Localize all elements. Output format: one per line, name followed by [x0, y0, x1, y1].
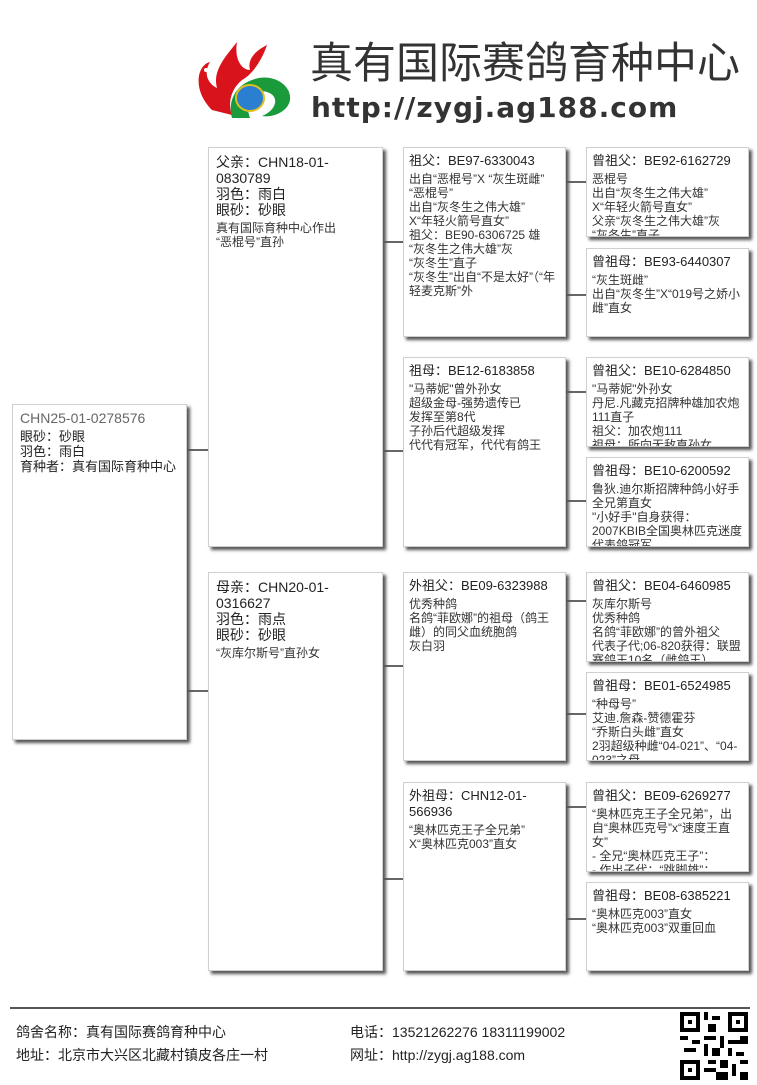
card-notes: 恶棍号 出自“灰冬生之伟大雄” X“年轻火箭号直女” 父亲“灰冬生之伟大雄”灰 …	[592, 172, 720, 237]
website-link[interactable]: 网址：http://zygj.ag188.com	[350, 1047, 526, 1063]
connector	[565, 294, 586, 296]
card-notes: "马蒂妮"曾外孙女 超级金母-强势遗传已 发挥至第8代 子孙后代超级发挥 代代有…	[409, 382, 542, 452]
great-grandparent-card: 曾祖母：BE08-6385221 “奥林匹克003”直女 “奥林匹克003”双重…	[586, 882, 749, 971]
father-title: 父亲：CHN18-01-0830789 羽色：雨白 眼砂：砂眼	[216, 154, 329, 218]
subject-card: CHN25-01-0278576 眼砂：砂眼 羽色：雨白 育种者：真有国际育种中…	[12, 404, 187, 740]
connector	[565, 806, 586, 808]
footer-divider	[10, 1007, 750, 1009]
paternal-grandmother-card: 祖母：BE12-6183858 "马蒂妮"曾外孙女 超级金母-强势遗传已 发挥至…	[403, 357, 566, 547]
card-notes: “奥林匹克王子全兄弟” X“奥林匹克003”直女	[409, 823, 525, 851]
loft-name: 鸽舍名称：真有国际赛鸽育种中心	[16, 1024, 226, 1040]
card-notes: “奥林匹克003”直女 “奥林匹克003”双重回血	[592, 907, 717, 935]
connector	[565, 500, 586, 502]
paternal-grandfather-card: 祖父：BE97-6330043 出自“恶棍号”X “灰生斑雌” “恶棍号” 出自…	[403, 147, 566, 337]
card-notes: “灰生斑雌” 出自“灰冬生”X“019号之娇小雌”直女	[592, 273, 741, 315]
connector	[382, 878, 403, 880]
card-title: 曾祖母：BE08-6385221	[592, 888, 731, 903]
logo	[192, 40, 302, 118]
qr-code	[680, 1012, 748, 1080]
mother-card: 母亲：CHN20-01-0316627 羽色：雨点 眼砂：砂眼 “灰库尔斯号”直…	[208, 572, 383, 971]
connector	[186, 449, 208, 451]
card-title: 外祖母：CHN12-01-566936	[409, 788, 527, 819]
connector	[565, 181, 586, 183]
card-title: 曾祖母：BE01-6524985	[592, 678, 731, 693]
maternal-grandfather-card: 外祖父：BE09-6323988 优秀种鸽 名鸽“菲欧娜”的祖母（鸽王雌）的同父…	[403, 572, 566, 761]
header-url: http://zygj.ag188.com	[311, 91, 679, 124]
card-notes: “奥林匹克王子全兄弟”，出自“奥林匹克号”x“速度王直女” - 全兄“奥林匹克王…	[592, 807, 732, 872]
father-notes: 真有国际育种中心作出 “恶棍号”直孙	[216, 221, 337, 249]
maternal-grandmother-card: 外祖母：CHN12-01-566936 “奥林匹克王子全兄弟” X“奥林匹克00…	[403, 782, 566, 971]
great-grandparent-card: 曾祖母：BE01-6524985 “种母号” 艾迪.詹森-赞德霍芬 “乔斯白头雌…	[586, 672, 749, 761]
phone: 电话：13521262276 18311199002	[350, 1024, 566, 1040]
great-grandparent-card: 曾祖母：BE10-6200592 鲁狄.迪尔斯招牌种鸽小好手全兄第直女 "小好手…	[586, 457, 749, 547]
card-title: 曾祖父：BE10-6284850	[592, 363, 731, 378]
connector	[565, 918, 586, 920]
connector	[382, 450, 403, 452]
subject-ring: CHN25-01-0278576	[20, 410, 146, 426]
card-title: 外祖父：BE09-6323988	[409, 578, 548, 593]
great-grandparent-card: 曾祖父：BE09-6269277 “奥林匹克王子全兄弟”，出自“奥林匹克号”x“…	[586, 782, 749, 872]
connector	[186, 690, 208, 692]
card-notes: 出自“恶棍号”X “灰生斑雌” “恶棍号” 出自“灰冬生之伟大雄” X“年轻火箭…	[409, 172, 555, 298]
card-title: 曾祖母：BE10-6200592	[592, 463, 731, 478]
mother-title: 母亲：CHN20-01-0316627 羽色：雨点 眼砂：砂眼	[216, 579, 329, 643]
card-notes: "马蒂妮"外孙女 丹尼.凡藏克招牌种雄加农炮111直子 祖父：加农炮111 祖母…	[592, 382, 740, 447]
connector	[382, 241, 403, 243]
card-title: 祖父：BE97-6330043	[409, 153, 535, 168]
great-grandparent-card: 曾祖父：BE04-6460985 灰库尔斯号 优秀种鸽 名鸽“菲欧娜”的曾外祖父…	[586, 572, 749, 662]
connector	[382, 665, 403, 667]
great-grandparent-card: 曾祖父：BE10-6284850 "马蒂妮"外孙女 丹尼.凡藏克招牌种雄加农炮1…	[586, 357, 749, 447]
card-notes: 优秀种鸽 名鸽“菲欧娜”的祖母（鸽王雌）的同父血统胞鸽 灰白羽	[409, 597, 549, 653]
card-notes: 灰库尔斯号 优秀种鸽 名鸽“菲欧娜”的曾外祖父 代表子代;06-820获得：联盟…	[592, 597, 741, 662]
connector	[565, 713, 586, 715]
great-grandparent-card: 曾祖母：BE93-6440307 “灰生斑雌” 出自“灰冬生”X“019号之娇小…	[586, 248, 749, 337]
connector	[565, 391, 586, 393]
address: 地址：北京市大兴区北藏村镇皮各庄一村	[16, 1047, 268, 1063]
mother-notes: “灰库尔斯号”直孙女	[216, 646, 320, 660]
card-title: 曾祖母：BE93-6440307	[592, 254, 731, 269]
connector	[565, 600, 586, 602]
great-grandparent-card: 曾祖父：BE92-6162729 恶棍号 出自“灰冬生之伟大雄” X“年轻火箭号…	[586, 147, 749, 237]
father-card: 父亲：CHN18-01-0830789 羽色：雨白 眼砂：砂眼 真有国际育种中心…	[208, 147, 383, 547]
header-title: 真有国际赛鸽育种中心	[310, 40, 740, 88]
card-notes: 鲁狄.迪尔斯招牌种鸽小好手全兄第直女 "小好手"自身获得： 2007KBIB全国…	[592, 482, 743, 547]
card-title: 曾祖父：BE92-6162729	[592, 153, 731, 168]
card-title: 曾祖父：BE04-6460985	[592, 578, 731, 593]
card-notes: “种母号” 艾迪.詹森-赞德霍芬 “乔斯白头雌”直女 2羽超级种雌“04-021…	[592, 697, 738, 761]
subject-info: 眼砂：砂眼 羽色：雨白 育种者：真有国际育种中心	[20, 429, 177, 474]
card-title: 曾祖父：BE09-6269277	[592, 788, 731, 803]
card-title: 祖母：BE12-6183858	[409, 363, 535, 378]
